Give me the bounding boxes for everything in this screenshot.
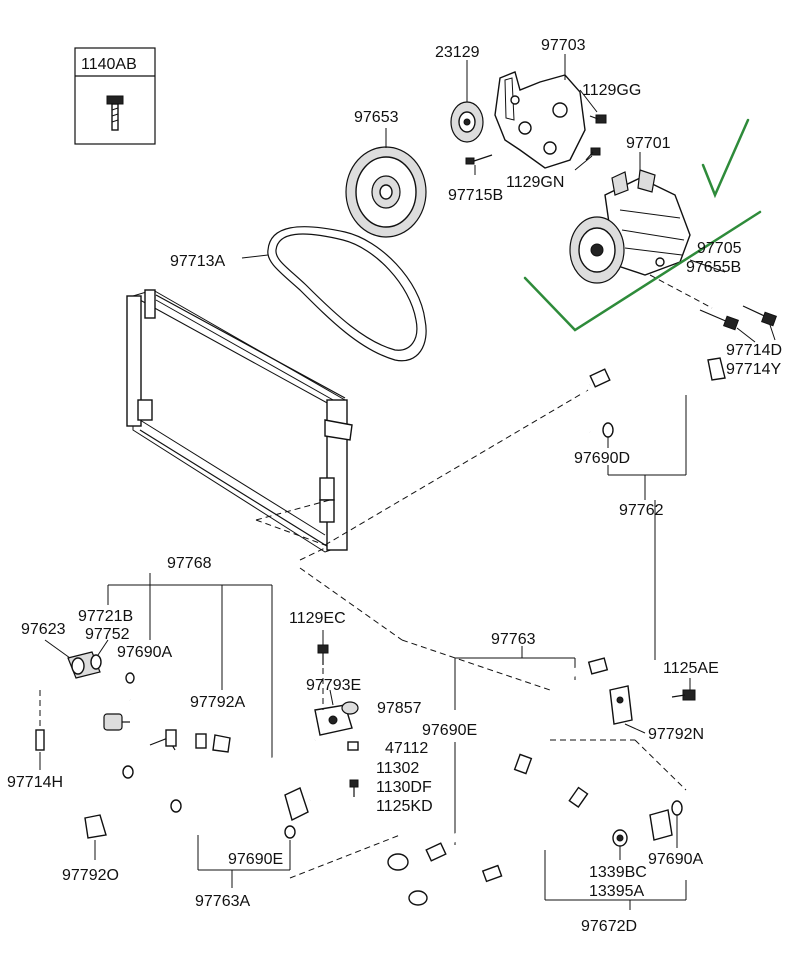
idler-pulley-23129 bbox=[450, 101, 484, 143]
label-97762: 97762 bbox=[619, 502, 664, 519]
suction-hose-97672D bbox=[408, 758, 673, 906]
o-ring-97690E-low bbox=[284, 825, 296, 839]
clip-97792O bbox=[84, 814, 107, 839]
label-97792N: 97792N bbox=[648, 726, 704, 743]
expansion-valve-97623 bbox=[67, 651, 102, 679]
grommet-97857 bbox=[341, 701, 359, 715]
label-97653: 97653 bbox=[354, 109, 399, 126]
bolt-11302-icon bbox=[349, 779, 359, 797]
label-1140AB: 1140AB bbox=[81, 56, 137, 73]
label-97721B: 97721B bbox=[78, 608, 133, 625]
label-97690E-low: 97690E bbox=[228, 851, 283, 868]
o-ring-97690D bbox=[602, 422, 614, 438]
bolt-1129GG-icon bbox=[589, 114, 607, 124]
label-11302: 11302 bbox=[376, 760, 419, 777]
bolt-1140AB-icon bbox=[106, 95, 124, 131]
label-97792A: 97792A bbox=[190, 694, 245, 711]
label-97752: 97752 bbox=[85, 626, 130, 643]
label-97792O: 97792O bbox=[62, 867, 119, 884]
bolt-97714D-icon bbox=[699, 309, 739, 331]
label-97690A-low: 97690A bbox=[648, 851, 703, 868]
label-1130DF: 1130DF bbox=[376, 779, 432, 796]
o-ring-97690A-top bbox=[125, 672, 135, 684]
label-97713A: 97713A bbox=[170, 253, 225, 270]
bolt-1129EC-icon bbox=[317, 644, 329, 665]
sensor-97752 bbox=[103, 713, 130, 731]
fitting-1339BC bbox=[612, 829, 628, 847]
liquid-pipe-97763A bbox=[65, 729, 312, 826]
o-ring-97690A-low bbox=[671, 800, 683, 816]
label-97857: 97857 bbox=[377, 700, 422, 717]
label-97690E-mid: 97690E bbox=[422, 722, 477, 739]
label-13395A: 13395A bbox=[589, 883, 644, 900]
bolt-47112-icon bbox=[347, 741, 359, 751]
bolt-97715B-icon bbox=[465, 154, 493, 165]
clip-97792A bbox=[212, 734, 231, 753]
label-97672D: 97672D bbox=[581, 918, 637, 935]
crank-pulley-97653 bbox=[345, 146, 427, 238]
label-97705: 97705 bbox=[697, 240, 742, 257]
label-97690D: 97690D bbox=[574, 450, 630, 467]
label-97715B: 97715B bbox=[448, 187, 503, 204]
bracket-97703 bbox=[494, 71, 586, 169]
label-97714Y: 97714Y bbox=[726, 361, 781, 378]
label-97703: 97703 bbox=[541, 37, 586, 54]
label-97763: 97763 bbox=[491, 631, 536, 648]
label-97690A-top: 97690A bbox=[117, 644, 172, 661]
label-97714D: 97714D bbox=[726, 342, 782, 359]
label-97768: 97768 bbox=[167, 555, 212, 572]
bolt-97714H-icon bbox=[35, 690, 45, 751]
label-97793E: 97793E bbox=[306, 677, 361, 694]
label-97655B: 97655B bbox=[686, 259, 741, 276]
bracket-97792N bbox=[609, 685, 633, 725]
label-1125KD: 1125KD bbox=[376, 798, 433, 815]
label-97623: 97623 bbox=[21, 621, 66, 638]
suction-hose-97763 bbox=[387, 654, 659, 871]
label-47112: 47112 bbox=[385, 740, 428, 757]
label-97714H: 97714H bbox=[7, 774, 63, 791]
label-97763A: 97763A bbox=[195, 893, 250, 910]
condenser bbox=[126, 289, 353, 553]
label-1129EC: 1129EC bbox=[289, 610, 346, 627]
label-1125AE: 1125AE bbox=[663, 660, 719, 677]
bolt-97714Y-icon bbox=[742, 305, 777, 327]
label-23129: 23129 bbox=[435, 44, 480, 61]
discharge-hose-97762 bbox=[576, 348, 726, 434]
checkmark-icon bbox=[523, 118, 762, 332]
inset-1140AB: 1140AB bbox=[74, 47, 156, 145]
label-1129GG: 1129GG bbox=[582, 82, 641, 99]
drive-belt-97713A bbox=[267, 226, 427, 362]
compressor-97701 bbox=[569, 169, 691, 284]
label-1129GN: 1129GN bbox=[506, 174, 564, 191]
bolt-1125AE-icon bbox=[671, 689, 696, 701]
bolt-1129GN-icon bbox=[585, 147, 601, 161]
pipe-97768 bbox=[129, 698, 316, 774]
label-1339BC: 1339BC bbox=[589, 864, 647, 881]
label-97701: 97701 bbox=[626, 135, 671, 152]
bracket-97793E bbox=[314, 704, 353, 736]
